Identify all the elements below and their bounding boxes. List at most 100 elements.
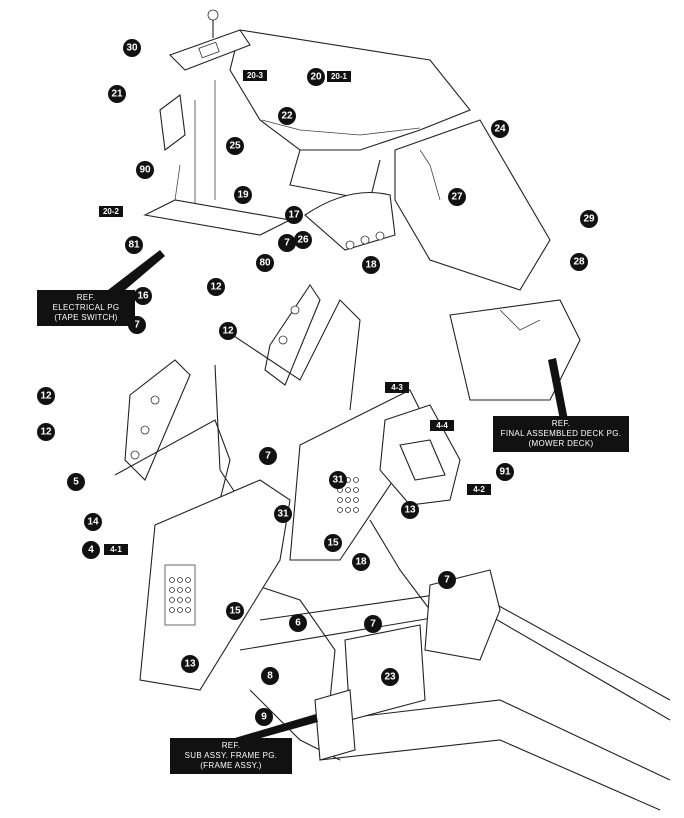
svg-text:4-1: 4-1 xyxy=(110,545,122,554)
pedal-bracket-left xyxy=(124,359,191,481)
callout-8: 8 xyxy=(261,667,279,685)
svg-text:17: 17 xyxy=(288,210,300,221)
svg-text:28: 28 xyxy=(573,257,585,268)
callout-81: 81 xyxy=(125,236,143,254)
svg-text:18: 18 xyxy=(355,557,367,568)
left-bracket xyxy=(159,80,216,210)
svg-text:7: 7 xyxy=(444,575,450,586)
svg-text:12: 12 xyxy=(222,326,234,337)
callout-7d: 7 xyxy=(364,615,382,633)
svg-text:8: 8 xyxy=(267,671,273,682)
callout-28: 28 xyxy=(570,253,588,271)
svg-text:4-4: 4-4 xyxy=(436,421,448,430)
main-panel xyxy=(139,479,291,691)
callout-24: 24 xyxy=(491,120,509,138)
callout-25: 25 xyxy=(226,137,244,155)
ref-electrical-box: REF. ELECTRICAL PG (TAPE SWITCH) xyxy=(37,290,135,326)
callout-30: 30 xyxy=(123,39,141,57)
svg-text:26: 26 xyxy=(297,235,309,246)
rear-cover xyxy=(394,119,551,291)
callout-20: 20 xyxy=(307,68,325,86)
ref-frame-box: REF. SUB ASSY. FRAME PG. (FRAME ASSY.) xyxy=(170,738,292,774)
svg-text:7: 7 xyxy=(134,320,140,331)
callout-22: 22 xyxy=(278,107,296,125)
svg-text:18: 18 xyxy=(365,260,377,271)
svg-text:4-2: 4-2 xyxy=(473,485,485,494)
callout-9: 9 xyxy=(255,708,273,726)
tag-20-3: 20-3 xyxy=(243,70,267,81)
callout-16: 16 xyxy=(134,287,152,305)
svg-text:31: 31 xyxy=(277,509,289,520)
svg-text:16: 16 xyxy=(137,291,149,302)
svg-text:4: 4 xyxy=(88,545,94,556)
callout-4: 4 xyxy=(82,541,100,559)
svg-text:13: 13 xyxy=(404,505,416,516)
callout-12b: 12 xyxy=(219,322,237,340)
svg-text:24: 24 xyxy=(494,124,506,135)
callout-15a: 15 xyxy=(324,534,342,552)
svg-text:21: 21 xyxy=(111,89,123,100)
svg-text:20: 20 xyxy=(310,72,322,83)
svg-text:25: 25 xyxy=(229,141,241,152)
tag-20-1: 20-1 xyxy=(327,71,351,82)
callout-15b: 15 xyxy=(226,602,244,620)
callout-18a: 18 xyxy=(362,256,380,274)
callout-13a: 13 xyxy=(401,501,419,519)
svg-text:12: 12 xyxy=(40,391,52,402)
callout-26: 26 xyxy=(294,231,312,249)
svg-text:12: 12 xyxy=(40,427,52,438)
callout-91: 91 xyxy=(496,463,514,481)
curved-plate xyxy=(304,192,396,251)
tag-4-4: 4-4 xyxy=(430,420,454,431)
frame xyxy=(239,569,671,811)
tag-20-2: 20-2 xyxy=(99,206,123,217)
svg-text:4-3: 4-3 xyxy=(391,383,403,392)
pedal-bracket-right xyxy=(264,284,321,386)
ref-deck-box: REF. FINAL ASSEMBLED DECK PG. (MOWER DEC… xyxy=(493,416,629,452)
callout-19: 19 xyxy=(234,186,252,204)
tag-4-2: 4-2 xyxy=(467,484,491,495)
svg-text:5: 5 xyxy=(73,477,79,488)
callout-18b: 18 xyxy=(352,553,370,571)
svg-text:90: 90 xyxy=(139,165,151,176)
callout-31a: 31 xyxy=(329,471,347,489)
svg-text:7: 7 xyxy=(265,451,271,462)
svg-text:81: 81 xyxy=(128,240,140,251)
svg-text:20-3: 20-3 xyxy=(247,71,264,80)
callout-7e: 7 xyxy=(259,447,277,465)
svg-text:23: 23 xyxy=(384,672,396,683)
svg-text:7: 7 xyxy=(284,238,290,249)
svg-text:22: 22 xyxy=(281,111,293,122)
svg-text:91: 91 xyxy=(499,467,511,478)
callouts: 30 21 90 25 22 24 27 19 17 26 18 7 80 29… xyxy=(37,39,598,726)
svg-text:15: 15 xyxy=(327,538,339,549)
svg-text:12: 12 xyxy=(210,282,222,293)
callout-6: 6 xyxy=(289,614,307,632)
callout-17: 17 xyxy=(285,206,303,224)
callout-7a: 7 xyxy=(278,234,296,252)
svg-text:27: 27 xyxy=(451,192,463,203)
svg-text:7: 7 xyxy=(370,619,376,630)
tags: 20-3 20-1 20-2 4-3 4-4 4-2 4-1 xyxy=(99,70,491,555)
callout-29: 29 xyxy=(580,210,598,228)
channel-bracket xyxy=(143,164,292,236)
callout-12a: 12 xyxy=(207,278,225,296)
callout-14: 14 xyxy=(84,513,102,531)
callout-23: 23 xyxy=(381,668,399,686)
svg-text:15: 15 xyxy=(229,606,241,617)
callout-13b: 13 xyxy=(181,655,199,673)
callout-12c: 12 xyxy=(37,387,55,405)
svg-text:13: 13 xyxy=(184,659,196,670)
svg-text:29: 29 xyxy=(583,214,595,225)
callout-7c: 7 xyxy=(438,571,456,589)
tag-4-1: 4-1 xyxy=(104,544,128,555)
mounting-plate xyxy=(168,9,251,71)
svg-text:6: 6 xyxy=(295,618,301,629)
callout-27: 27 xyxy=(448,188,466,206)
callout-21: 21 xyxy=(108,85,126,103)
svg-text:80: 80 xyxy=(259,258,271,269)
callout-12d: 12 xyxy=(37,423,55,441)
callout-5: 5 xyxy=(67,473,85,491)
